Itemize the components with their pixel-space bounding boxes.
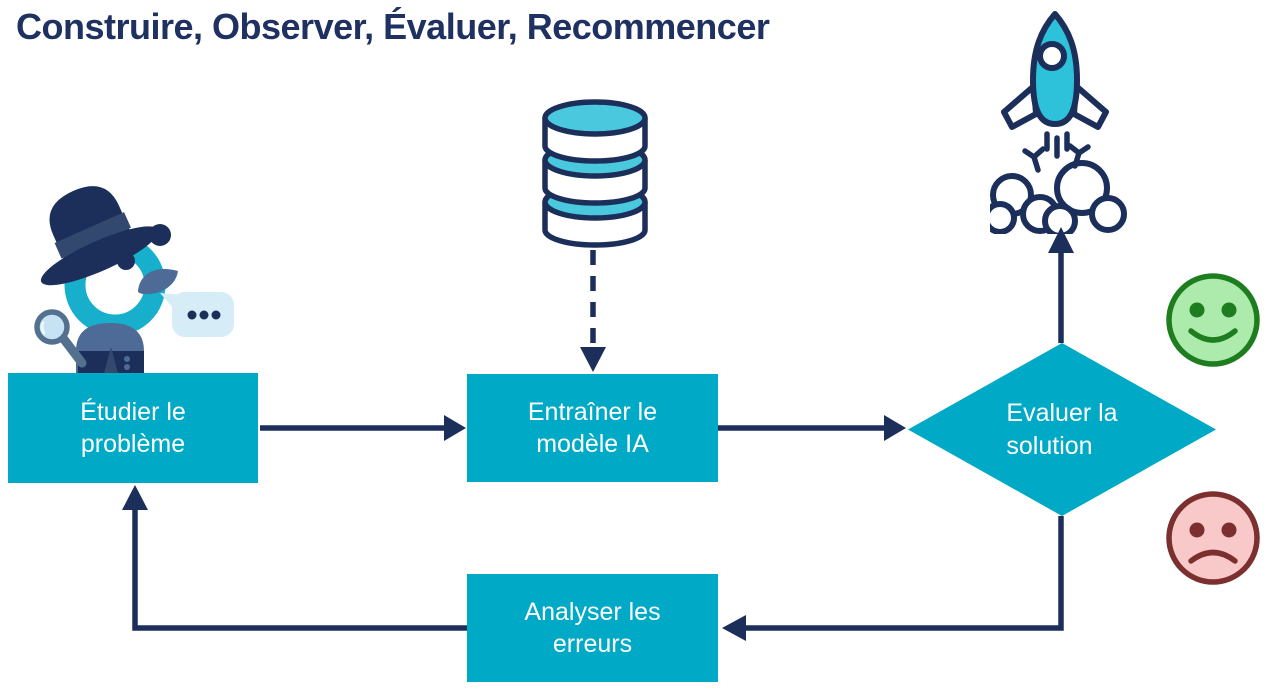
arrow-analyze-to-study (132, 508, 467, 631)
rocket-icon (990, 11, 1130, 246)
arrow-evaluate-to-analyze (744, 516, 1064, 631)
magnifier-icon (34, 309, 87, 368)
sad-face-icon (1166, 491, 1260, 585)
flow-node-train: Entraîner le modèle IA (467, 374, 718, 482)
flow-node-study: Étudier le problème (8, 373, 258, 483)
speech-bubble-icon (160, 292, 234, 337)
happy-face-icon (1166, 273, 1260, 367)
detective-mascot-icon (34, 186, 234, 373)
page-title: Construire, Observer, Évaluer, Recommenc… (16, 6, 770, 47)
database-icon (542, 99, 648, 248)
flow-node-analyze: Analyser les erreurs (467, 574, 718, 682)
flow-node-evaluate-label: Evaluer la solution (1006, 399, 1118, 460)
